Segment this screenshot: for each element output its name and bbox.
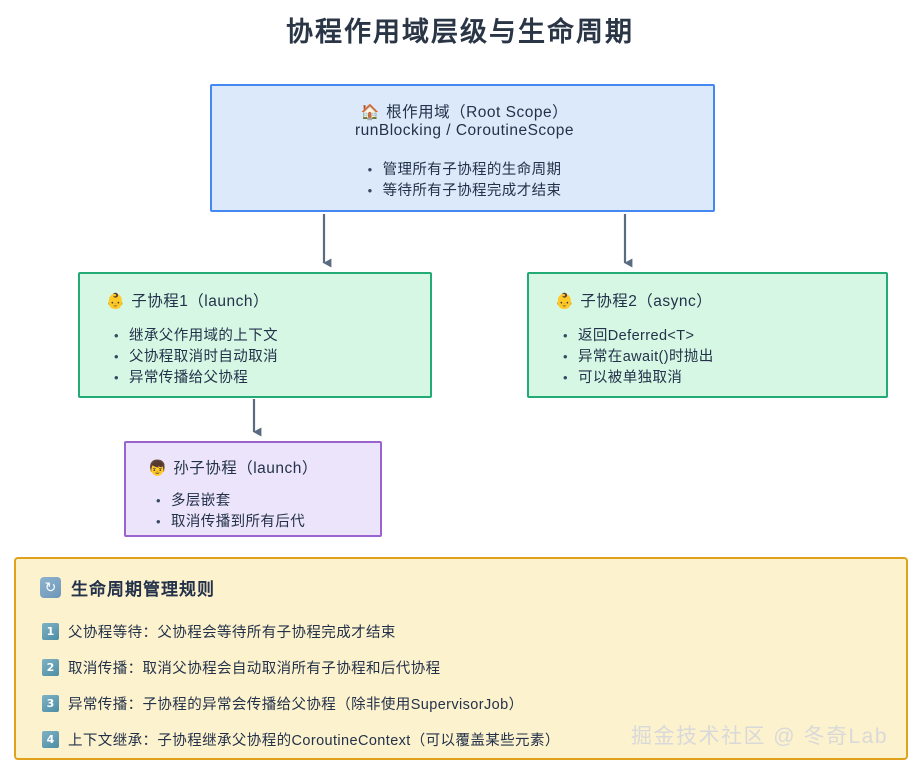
baby-icon: 👶 [106,292,126,310]
root-scope-bullets-area: 管理所有子协程的生命周期 等待所有子协程完成才结束 [212,159,717,202]
list-item: 继承父作用域的上下文 [114,325,278,347]
grandchild-bullet-list: 多层嵌套 取消传播到所有后代 [156,490,305,533]
rule-text: 上下文继承：子协程继承父协程的CoroutineContext（可以覆盖某些元素… [68,733,560,749]
baby-icon: 👶 [555,292,575,310]
node-root-scope[interactable]: 🏠 根作用域（Root Scope） runBlocking / Coroutin… [210,84,715,212]
root-scope-subtitle: runBlocking / CoroutineScope [354,122,575,139]
rule-item-4: 4 上下文继承：子协程继承父协程的CoroutineContext（可以覆盖某些… [42,729,560,750]
child2-bullets-area: 返回Deferred<T> 异常在await()时抛出 可以被单独取消 [563,325,714,389]
rule-text: 父协程等待：父协程会等待所有子协程完成才结束 [68,625,396,641]
list-item: 管理所有子协程的生命周期 [368,159,562,181]
list-item: 取消传播到所有后代 [156,511,305,533]
node-grandchild-coroutine[interactable]: 👦 孙子协程（launch） 多层嵌套 取消传播到所有后代 [124,441,382,537]
boy-icon: 👦 [148,459,168,477]
rule-item-2: 2 取消传播：取消父协程会自动取消所有子协程和后代协程 [42,657,441,678]
child1-bullet-list: 继承父作用域的上下文 父协程取消时自动取消 异常传播给父协程 [114,325,278,389]
child1-bullets-area: 继承父作用域的上下文 父协程取消时自动取消 异常传播给父协程 [114,325,278,389]
child1-header-area: 👶 子协程1（launch） [106,289,269,311]
rule-item-3: 3 异常传播：子协程的异常会传播给父协程（除非使用SupervisorJob） [42,693,523,714]
rule-text: 取消传播：取消父协程会自动取消所有子协程和后代协程 [68,661,441,677]
grandchild-bullets-area: 多层嵌套 取消传播到所有后代 [156,490,305,533]
list-item: 异常在await()时抛出 [563,346,714,368]
rule-text: 异常传播：子协程的异常会传播给父协程（除非使用SupervisorJob） [68,697,524,713]
node-child-coroutine-1[interactable]: 👶 子协程1（launch） 继承父作用域的上下文 父协程取消时自动取消 异常传播… [78,272,432,398]
rule-item-1: 1 父协程等待：父协程会等待所有子协程完成才结束 [42,621,396,642]
rule-number-badge: 2 [42,659,59,676]
list-item: 异常传播给父协程 [114,367,278,389]
child1-header-row: 👶 子协程1（launch） [106,289,269,311]
grandchild-header-row: 👦 孙子协程（launch） [148,456,318,478]
watermark: 掘金技术社区 @ 冬奇Lab [630,725,888,748]
house-icon: 🏠 [360,103,381,121]
grandchild-header-area: 👦 孙子协程（launch） [148,456,318,478]
child2-header-row: 👶 子协程2（async） [555,289,712,311]
child2-bullet-list: 返回Deferred<T> 异常在await()时抛出 可以被单独取消 [563,325,714,389]
page-title: 协程作用域层级与生命周期 [286,17,634,47]
list-item: 等待所有子协程完成才结束 [368,180,562,202]
rule-number-badge: 1 [42,623,59,640]
list-item: 可以被单独取消 [563,367,714,389]
root-scope-bullet-list: 管理所有子协程的生命周期 等待所有子协程完成才结束 [368,159,562,202]
root-scope-title: 根作用域（Root Scope） [386,104,569,121]
rule-number-badge: 4 [42,731,59,748]
root-scope-header-row: 🏠 根作用域（Root Scope） [212,100,717,122]
list-item: 多层嵌套 [156,490,305,512]
rules-panel-title: 生命周期管理规则 [71,580,215,599]
child2-header-area: 👶 子协程2（async） [555,289,712,311]
child1-title: 子协程1（launch） [131,293,269,310]
list-item: 父协程取消时自动取消 [114,346,278,368]
child2-title: 子协程2（async） [580,293,713,310]
refresh-cycle-icon: ↻ [40,577,61,598]
grandchild-title: 孙子协程（launch） [173,460,318,477]
rule-number-badge: 3 [42,695,59,712]
root-scope-header-area: 🏠 根作用域（Root Scope） runBlocking / Coroutin… [212,100,717,140]
rules-panel-header: ↻ 生命周期管理规则 [40,575,215,600]
lifecycle-rules-panel: ↻ 生命周期管理规则 1 父协程等待：父协程会等待所有子协程完成才结束 2 取消… [14,557,908,760]
list-item: 返回Deferred<T> [563,325,714,347]
node-child-coroutine-2[interactable]: 👶 子协程2（async） 返回Deferred<T> 异常在await()时抛出… [527,272,888,398]
